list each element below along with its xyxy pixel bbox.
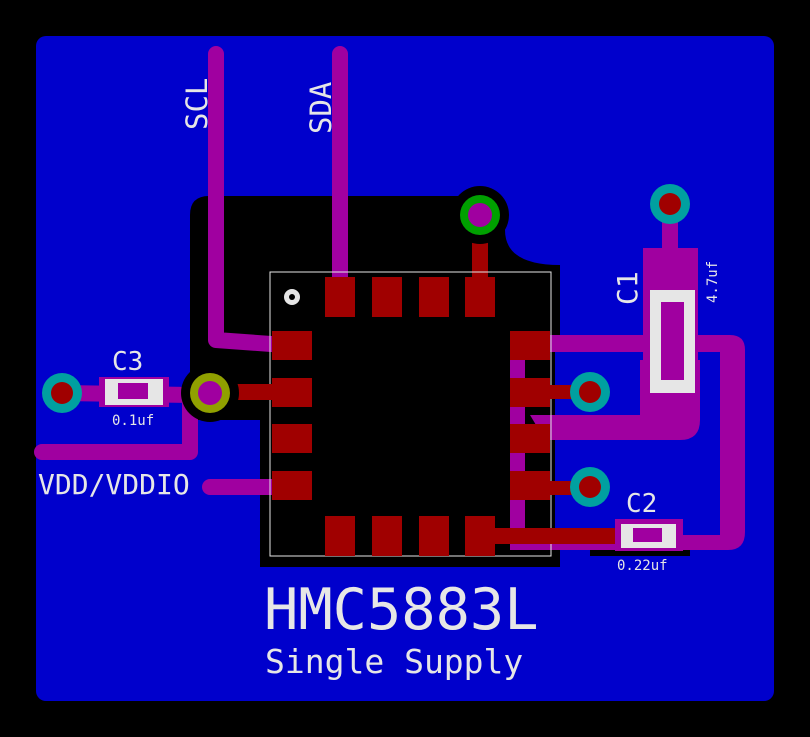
pad-top-4 — [465, 277, 495, 317]
pad-right-3 — [510, 424, 550, 453]
title: HMC5883L — [264, 577, 539, 643]
scl-label: SCL — [180, 78, 214, 130]
pad-bottom-4 — [465, 516, 495, 556]
pad-top-1 — [325, 277, 355, 317]
sda-label: SDA — [304, 82, 338, 134]
pad-bottom-3 — [419, 516, 449, 556]
c2-name: C2 — [626, 489, 657, 519]
pad-left-3 — [272, 424, 312, 453]
pad-left-4 — [272, 471, 312, 500]
c3-value: 0.1uf — [112, 413, 154, 429]
ic-pads — [272, 277, 550, 556]
vdd-label: VDD/VDDIO — [38, 468, 190, 501]
pad-bottom-2 — [372, 516, 402, 556]
c3-name: C3 — [112, 347, 143, 377]
c2-value: 0.22uf — [617, 558, 668, 574]
pad-bottom-1 — [325, 516, 355, 556]
pad-left-1 — [272, 331, 312, 360]
pad-right-2 — [510, 378, 550, 407]
vias — [181, 186, 509, 422]
ic-outline — [269, 271, 552, 557]
pad-top-3 — [419, 277, 449, 317]
subtitle: Single Supply — [265, 642, 523, 681]
pad-top-2 — [372, 277, 402, 317]
silkscreen-text: SCL SDA VDD/VDDIO C3 0.1uf C1 4.7uf C2 0… — [38, 78, 721, 681]
c1-name: C1 — [611, 271, 644, 305]
scl-trace — [208, 46, 293, 353]
through-hole-pads — [42, 184, 690, 507]
pad-right-1 — [510, 331, 550, 360]
pad-right-4 — [510, 471, 550, 500]
c1-value: 4.7uf — [705, 261, 721, 303]
